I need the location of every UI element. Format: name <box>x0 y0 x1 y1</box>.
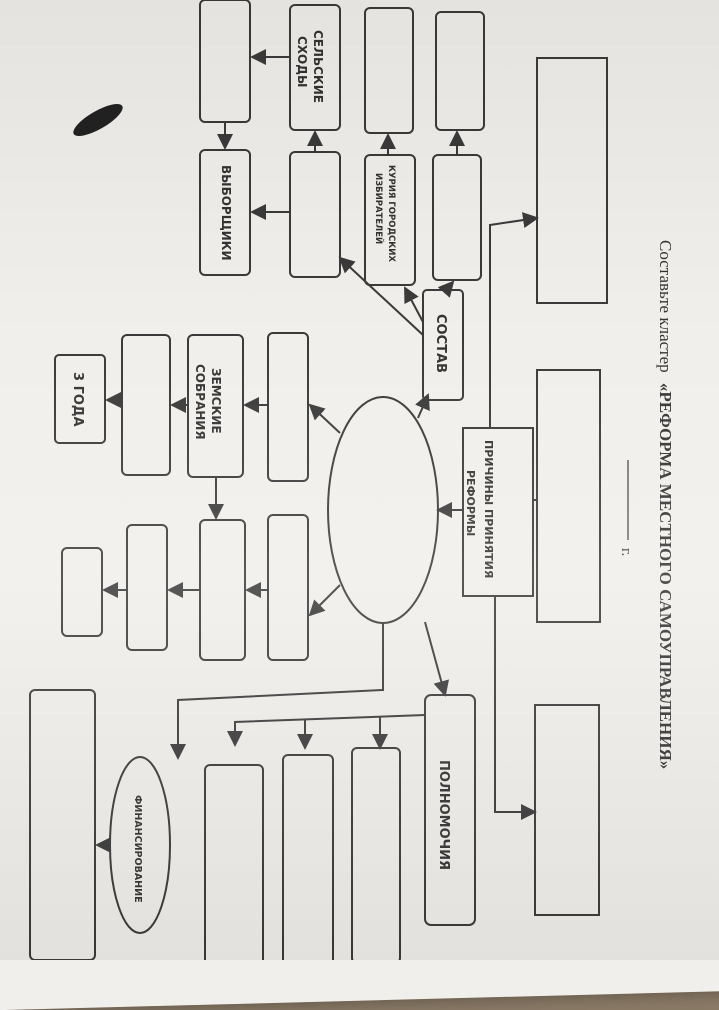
financing-label: ФИНАНСИРОВАНИЕ <box>132 795 143 903</box>
empty-box-far-left-top <box>199 0 251 123</box>
year-suffix: г. <box>618 548 634 556</box>
worksheet-title: Составьте кластер «РЕФОРМА МЕСТНОГО САМО… <box>656 240 675 769</box>
empty-box-mid-lower <box>267 514 309 661</box>
empty-box-financing <box>29 689 96 960</box>
title-prefix: Составьте кластер <box>656 240 675 373</box>
empty-box-lower-1 <box>199 519 246 661</box>
powers-box <box>424 694 476 926</box>
zemstvo-label: ЗЕМСКИЕ СОБРАНИЯ <box>193 364 223 440</box>
connector-reasons-bottom <box>494 596 537 820</box>
connector-composition-column <box>338 256 424 336</box>
composition-label: СОСТАВ <box>433 314 448 373</box>
empty-box-curia-top <box>364 7 414 134</box>
connector-powers-branches <box>227 714 426 747</box>
reasons-label: ПРИЧИНЫ ПРИНЯТИЯ РЕФОРМЫ <box>464 440 495 582</box>
connector-composition-curia <box>404 286 424 323</box>
empty-box-right-3 <box>534 704 600 916</box>
empty-box-mid-upper <box>267 332 309 482</box>
connector-reasons-top <box>489 212 539 428</box>
empty-box-lower-2 <box>126 524 168 651</box>
connector-center-mid-upper <box>308 403 341 434</box>
term-label: 3 ГОДА <box>70 372 85 427</box>
title-main: «РЕФОРМА МЕСТНОГО САМОУПРАВЛЕНИЯ» <box>656 383 675 769</box>
electors-label: ВЫБОРЩИКИ <box>219 165 233 261</box>
connector-center-mid-lower <box>308 584 341 617</box>
empty-box-upper-1 <box>435 11 485 131</box>
rural-assemblies-label: СЕЛЬСКИЕ СХОДЫ <box>295 30 325 107</box>
empty-box-left-mid <box>121 334 171 476</box>
curia-box <box>364 154 416 286</box>
connector-center-composition <box>415 393 430 419</box>
curia-label: КУРИЯ ГОРОДСКИХ ИЗБИРАТЕЛЕЙ <box>373 165 396 265</box>
empty-box-powers-2 <box>282 754 334 960</box>
empty-box-powers-1 <box>351 747 401 960</box>
empty-box-right-1 <box>536 57 608 304</box>
empty-box-lower-3 <box>61 547 103 637</box>
empty-box-powers-3 <box>204 764 264 960</box>
powers-label: ПОЛНОМОЧИЯ <box>436 760 451 870</box>
empty-box-column-top <box>289 151 341 278</box>
cluster-diagram: Составьте кластер «РЕФОРМА МЕСТНОГО САМО… <box>29 0 675 960</box>
empty-box-right-2 <box>536 369 601 623</box>
connector-center-powers <box>424 621 450 697</box>
connector-composition-upper-2 <box>437 280 455 298</box>
connector-center-financing <box>170 622 384 760</box>
empty-box-upper-2 <box>432 154 482 281</box>
ink-mark <box>73 103 123 137</box>
reasons-box <box>462 427 534 597</box>
central-ellipse <box>327 396 439 624</box>
